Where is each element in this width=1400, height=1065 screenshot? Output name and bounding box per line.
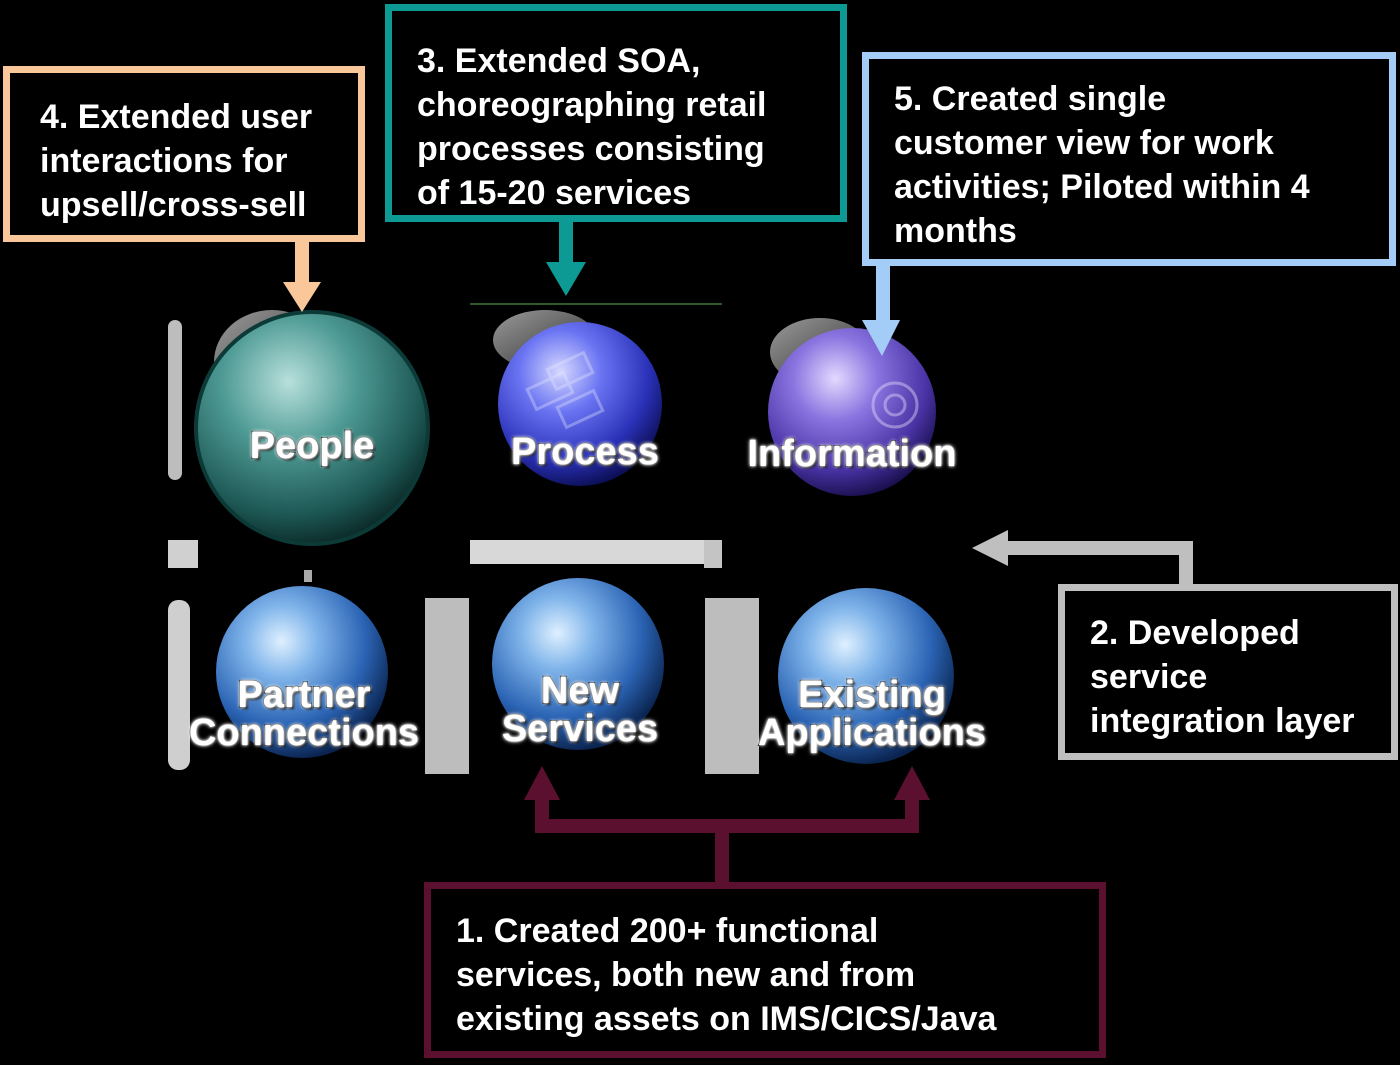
- bus-divider-1: [425, 598, 469, 774]
- callout-2-integration-layer: 2. Developed service integration layer: [1058, 584, 1398, 760]
- partner-label: Partner Connections: [188, 674, 420, 754]
- existing-label: Existing Applications: [757, 674, 987, 754]
- information-globe-pattern: [871, 381, 919, 429]
- callout-3-extended-soa: 3. Extended SOA, choreographing retail p…: [385, 4, 847, 222]
- callout-1-text: 1. Created 200+ functional services, bot…: [456, 912, 997, 1038]
- callout-5-single-customer-view: 5. Created single customer view for work…: [862, 52, 1396, 266]
- callout-4-text: 4. Extended user interactions for upsell…: [40, 98, 313, 224]
- callout-3-text: 3. Extended SOA, choreographing retail p…: [417, 42, 767, 212]
- bus-divider-2: [705, 598, 759, 774]
- information-globe: [768, 328, 936, 496]
- callout-5-text: 5. Created single customer view for work…: [894, 80, 1310, 250]
- arrow-3: [546, 222, 586, 296]
- existing-globe: [778, 588, 954, 764]
- people-globe: [194, 310, 430, 546]
- bus-left-lower: [168, 600, 190, 770]
- arrow-5: [862, 266, 900, 356]
- information-label: Information: [747, 432, 958, 476]
- process-label: Process: [510, 430, 660, 474]
- new-services-globe: [492, 578, 664, 750]
- callout-4-user-interactions: 4. Extended user interactions for upsell…: [3, 66, 365, 242]
- bus-left-upper: [168, 320, 182, 480]
- arrow-2: [972, 530, 1193, 584]
- callout-1-functional-services: 1. Created 200+ functional services, bot…: [424, 882, 1106, 1058]
- process-globe: [498, 322, 662, 486]
- callout-2-text: 2. Developed service integration layer: [1090, 614, 1355, 740]
- new-services-label: New Services: [501, 670, 659, 750]
- partner-globe: [216, 586, 388, 758]
- arrow-4: [283, 242, 321, 312]
- process-globe-pattern: [525, 350, 605, 430]
- bus-tick: [304, 570, 312, 582]
- bus-mid-right: [704, 540, 722, 568]
- bus-mid-bar: [470, 540, 720, 564]
- people-label: People: [249, 424, 376, 468]
- panel-top-line: [470, 303, 722, 305]
- bus-mid-left: [168, 540, 198, 568]
- arrow-1: [524, 766, 930, 882]
